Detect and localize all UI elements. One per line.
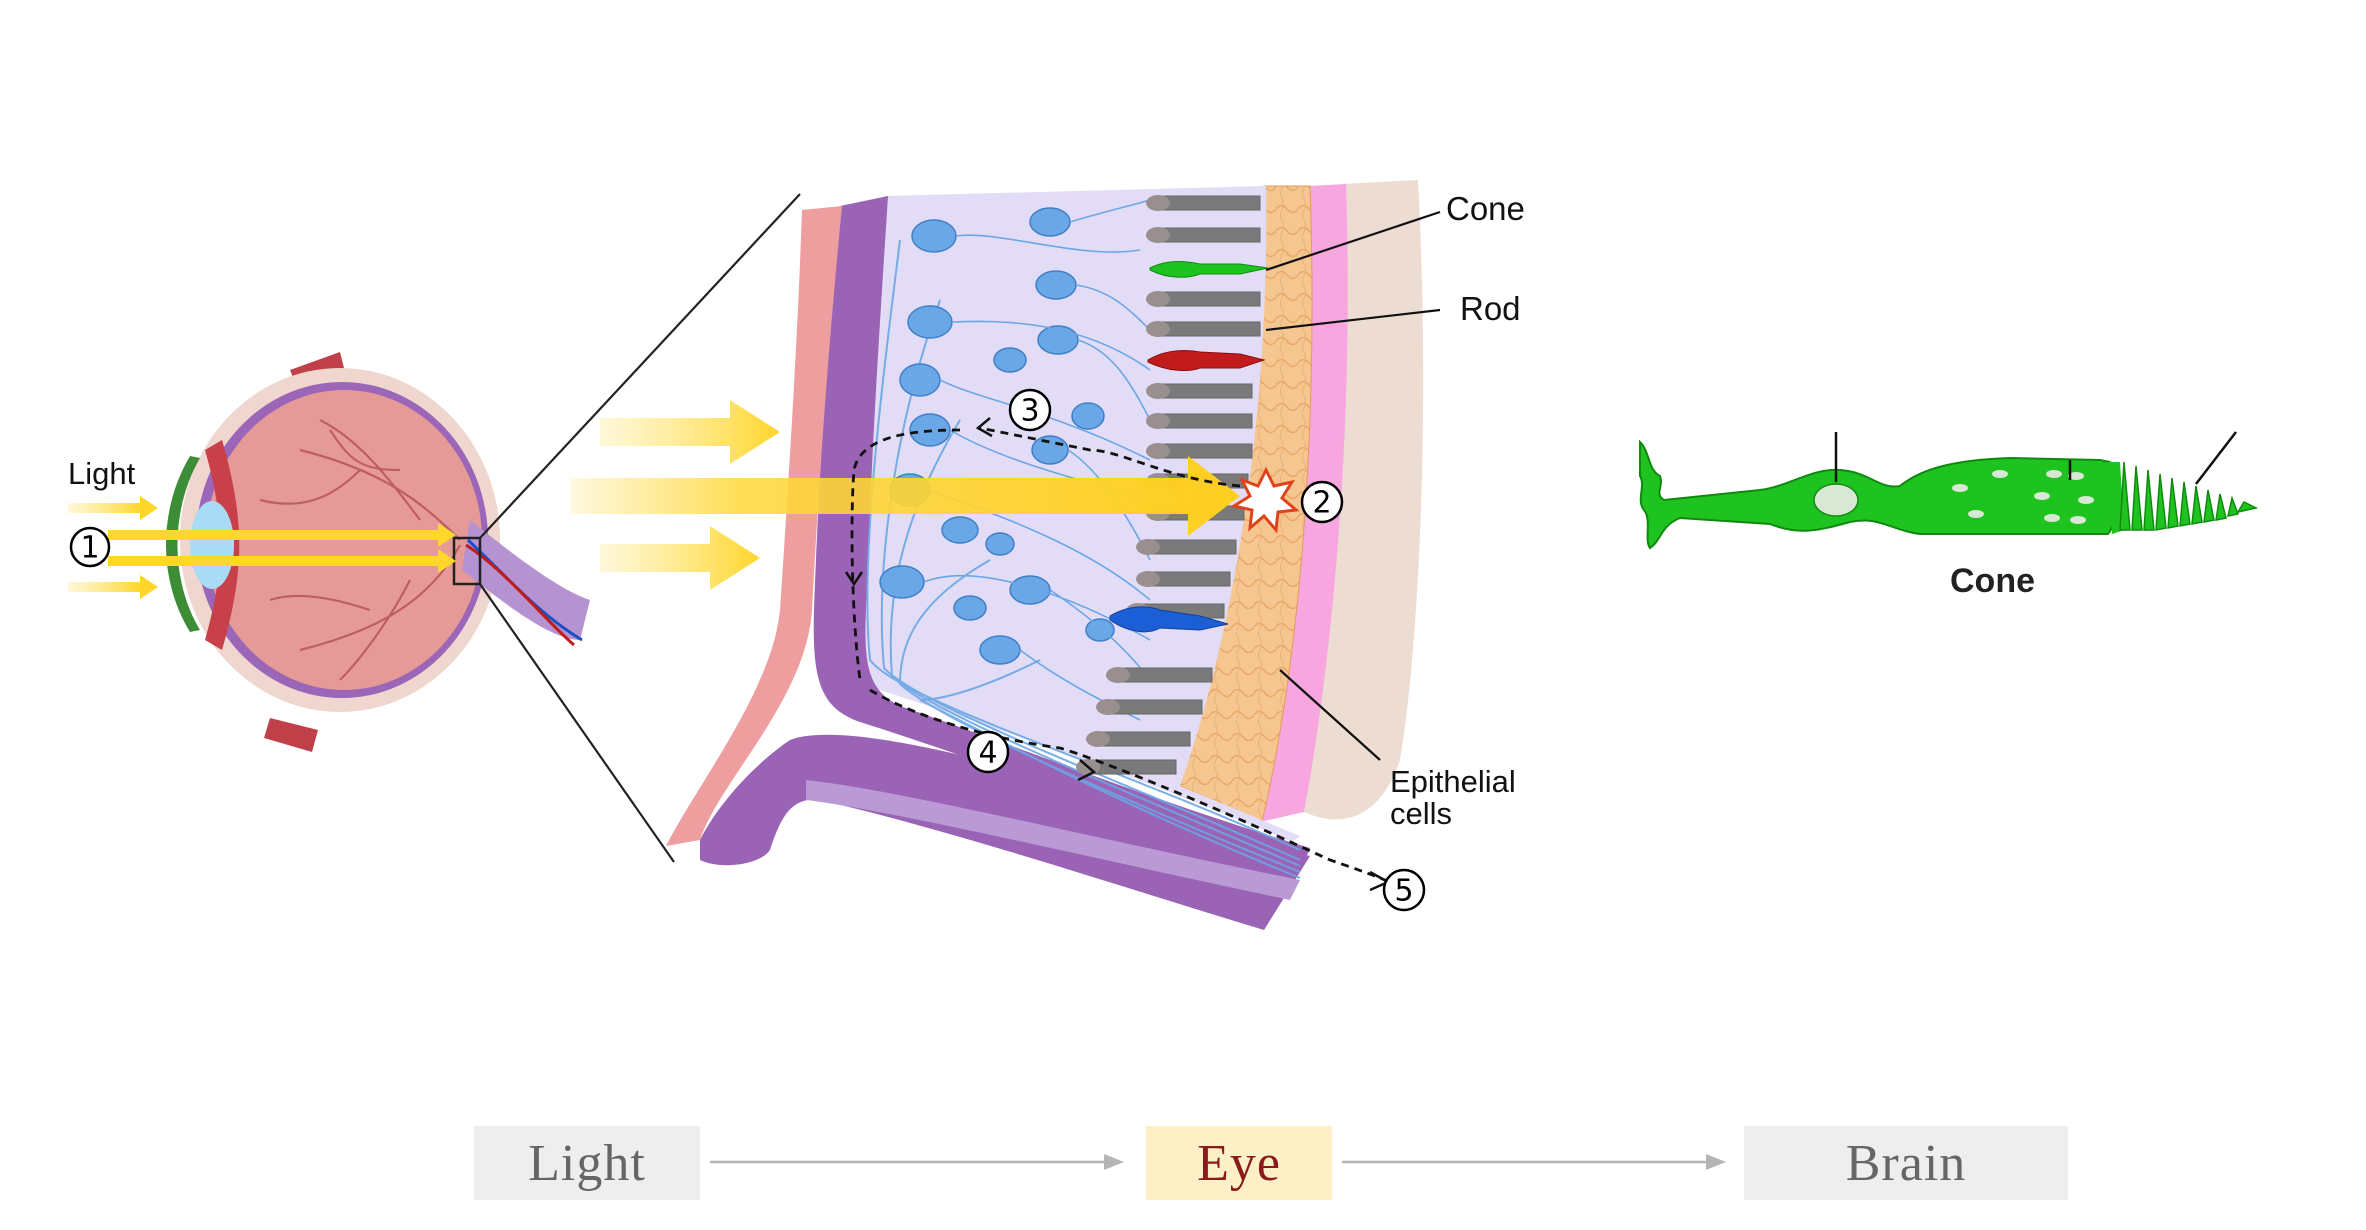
optic-nerve (462, 520, 590, 640)
arrowhead-3 (975, 417, 993, 438)
flow-step-light: Light (474, 1126, 700, 1200)
cone-nucleus (1813, 483, 1859, 517)
cone-cell-illustration (1639, 431, 2259, 550)
cone-label: Cone (1446, 190, 1525, 227)
light-label: Light (68, 456, 136, 491)
epithelial-label-line1: Epithelial (1390, 764, 1516, 799)
retina-green-cone (1149, 261, 1269, 278)
rod-label: Rod (1460, 290, 1521, 327)
sclera-layer (1300, 180, 1424, 820)
svg-text:2: 2 (1312, 486, 1331, 521)
arrowhead-down (844, 571, 864, 587)
step-marker-2: 2 (1300, 480, 1344, 524)
lower-muscle-icon (264, 718, 318, 752)
rod-bodies (1076, 195, 1170, 775)
step-marker-4: 4 (966, 730, 1010, 774)
inner-limiting-layer (666, 206, 842, 846)
signal-path (850, 426, 1391, 884)
retinal-vessels (259, 419, 461, 681)
step-marker-1: 1 (69, 526, 111, 568)
flow-arrow-1 (710, 1154, 1124, 1170)
light-ray-3 (108, 549, 456, 573)
signal-burst-icon (1230, 466, 1300, 534)
dendrites (923, 199, 1151, 721)
nerve-fiber-layer (813, 196, 1310, 872)
cornea-shape (166, 456, 200, 632)
light-ray-4 (68, 575, 158, 599)
retina-red-cone (1147, 349, 1266, 371)
svg-text:5: 5 (1394, 874, 1413, 909)
retina-blue-cone (1109, 606, 1229, 633)
arrowhead-4 (1077, 759, 1097, 782)
cone-caption: Cone (1950, 562, 2035, 600)
light-ray-2 (108, 523, 456, 547)
flow-step-eye: Eye (1146, 1126, 1332, 1200)
epithelial-label-line2: cells (1390, 796, 1452, 831)
svg-text:3: 3 (1020, 394, 1039, 429)
flow-arrow-2 (1342, 1154, 1726, 1170)
lens-shape (190, 501, 234, 589)
step-marker-3: 3 (1008, 388, 1052, 432)
flow-step-brain: Brain (1744, 1126, 2068, 1200)
rod-cells (1076, 195, 1261, 775)
cone-outer-segment-discs (2119, 461, 2259, 531)
eyeball-illustration (166, 193, 801, 863)
incoming-light-rays (68, 496, 456, 599)
retina-light-beams (570, 400, 1240, 590)
nerve-fibers (866, 239, 1301, 879)
retina-cross-section (570, 180, 1441, 930)
step-marker-5: 5 (1382, 868, 1426, 912)
svg-text:4: 4 (978, 736, 997, 771)
light-ray-1 (68, 496, 158, 520)
cone-mitochondria (1952, 470, 2094, 524)
svg-text:1: 1 (80, 531, 99, 566)
